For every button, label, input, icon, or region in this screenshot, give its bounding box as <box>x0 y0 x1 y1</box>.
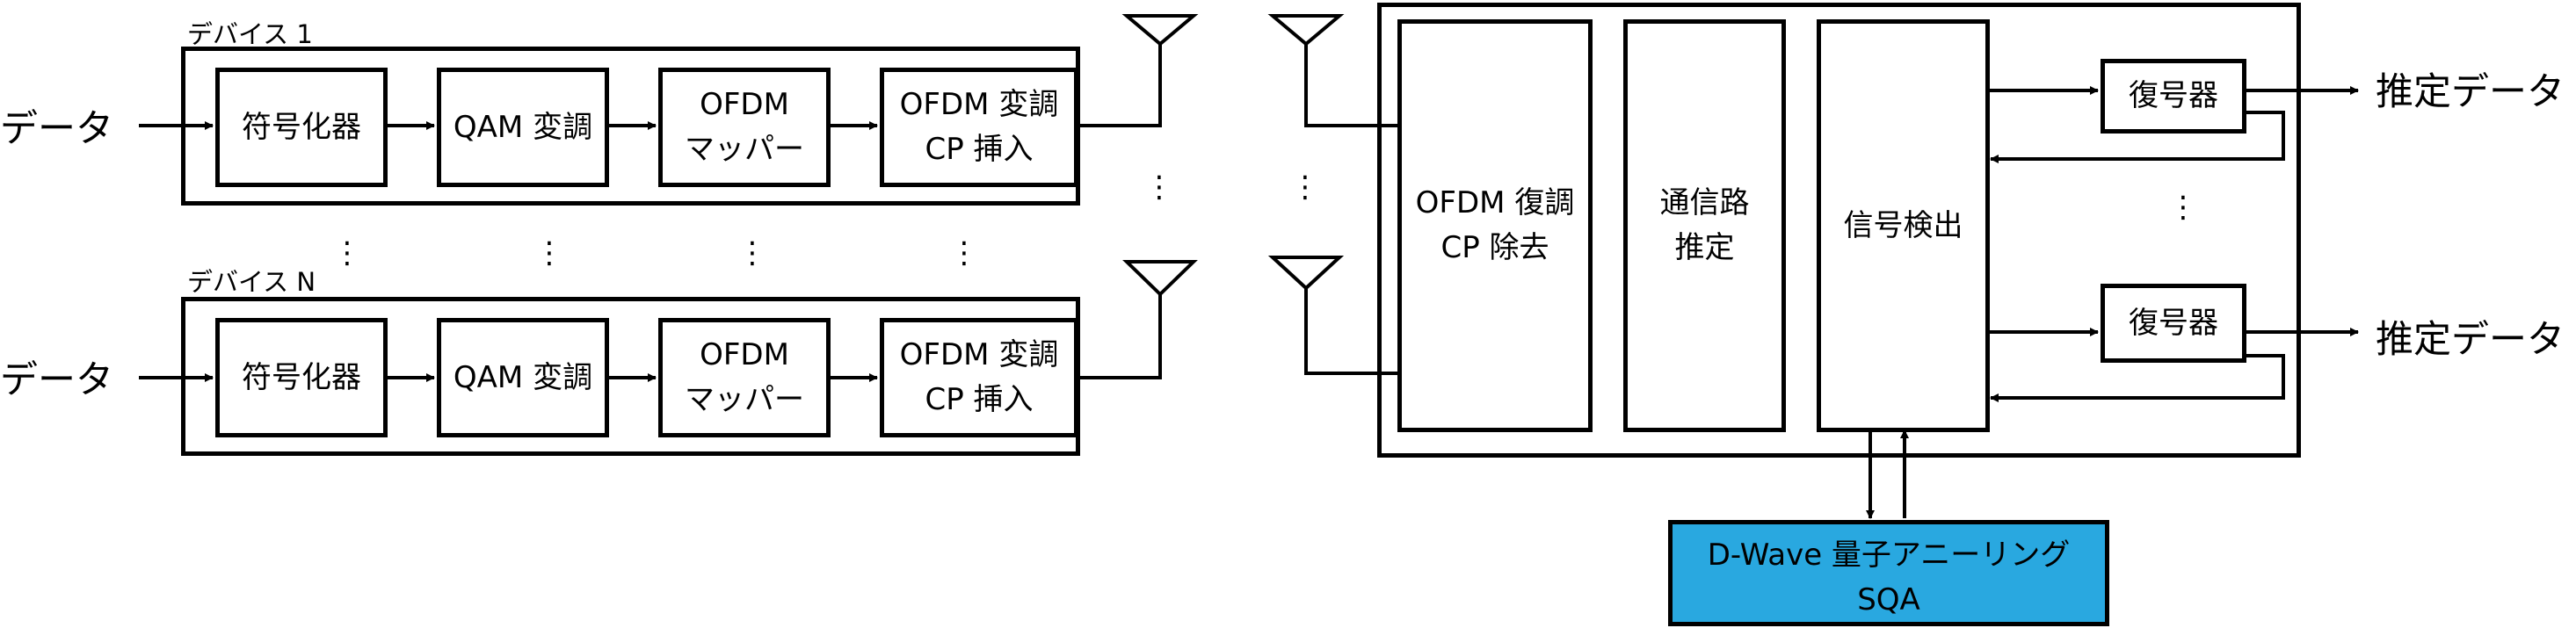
tx-antenna-n-icon <box>1122 260 1198 297</box>
tx-feed-1 <box>1077 44 1162 127</box>
block-label: 推定 <box>1674 230 1735 265</box>
device-1-label: デバイス 1 <box>187 19 313 49</box>
annealer-subtitle: SQA <box>1857 582 1920 617</box>
device-n-mapper-block: OFDM マッパー <box>658 318 831 437</box>
block-label: QAM 変調 <box>453 359 593 395</box>
tx-feed-n <box>1077 294 1162 379</box>
ellipsis: ⋮ <box>332 235 362 271</box>
ellipsis: ⋮ <box>2168 190 2198 225</box>
ellipsis: ⋮ <box>949 235 979 271</box>
channel-estimation-block: 通信路 推定 <box>1623 19 1786 432</box>
output-n-label: 推定データ <box>2376 318 2565 362</box>
device-n-encoder-block: 符号化器 <box>215 318 388 437</box>
device-1-encoder-block: 符号化器 <box>215 68 388 187</box>
rx-feed-1 <box>1304 44 1397 127</box>
device-n-ofdm-mod-block: OFDM 変調 CP 挿入 <box>880 318 1078 437</box>
device-1-ofdm-mod-block: OFDM 変調 CP 挿入 <box>880 68 1078 187</box>
block-label: OFDM マッパー <box>685 337 804 417</box>
block-label: 信号検出 <box>1843 207 1963 243</box>
ofdm-demod-block: OFDM 復調 CP 除去 <box>1397 19 1593 432</box>
block-label: OFDM マッパー <box>685 87 804 167</box>
ellipsis: ⋮ <box>1144 170 1174 205</box>
tx-antenna-1-icon <box>1121 14 1199 47</box>
rx-antenna-n-icon <box>1267 256 1345 291</box>
device-n-qam-block: QAM 変調 <box>437 318 609 437</box>
block-label: 符号化器 <box>242 109 361 145</box>
signal-detection-block: 信号検出 <box>1817 19 1990 432</box>
ellipsis: ⋮ <box>534 235 564 271</box>
block-label: CP 除去 <box>1440 230 1549 265</box>
feedback-decoder-1 <box>1990 111 2285 163</box>
block-label: OFDM 復調 <box>1415 185 1575 220</box>
decoder-1-block: 復号器 <box>2101 59 2246 134</box>
block-label: 復号器 <box>2129 305 2218 341</box>
block-label: OFDM 変調 CP 挿入 <box>899 337 1059 417</box>
feedback-decoder-n <box>1990 354 2285 402</box>
quantum-annealer-block: D-Wave 量子アニーリング SQA <box>1668 520 2109 626</box>
block-label: OFDM 変調 CP 挿入 <box>899 87 1059 167</box>
device-n-label: デバイス N <box>187 267 316 297</box>
ellipsis: ⋮ <box>1290 170 1320 205</box>
output-1-label: 推定データ <box>2376 70 2565 114</box>
device-n-input-label: データ <box>0 358 113 402</box>
block-label: QAM 変調 <box>453 109 593 145</box>
decoder-n-block: 復号器 <box>2101 284 2246 363</box>
device-1-mapper-block: OFDM マッパー <box>658 68 831 187</box>
rx-antenna-1-icon <box>1267 14 1345 47</box>
receiver-container <box>1377 3 2301 458</box>
annealer-title: D-Wave 量子アニーリング <box>1707 538 2071 573</box>
block-label: 復号器 <box>2129 78 2218 113</box>
block-label: 符号化器 <box>242 359 361 395</box>
ellipsis: ⋮ <box>737 235 767 271</box>
block-label: 通信路 <box>1659 185 1750 220</box>
rx-feed-n <box>1304 288 1397 375</box>
device-1-input-label: データ <box>0 107 113 151</box>
device-1-qam-block: QAM 変調 <box>437 68 609 187</box>
